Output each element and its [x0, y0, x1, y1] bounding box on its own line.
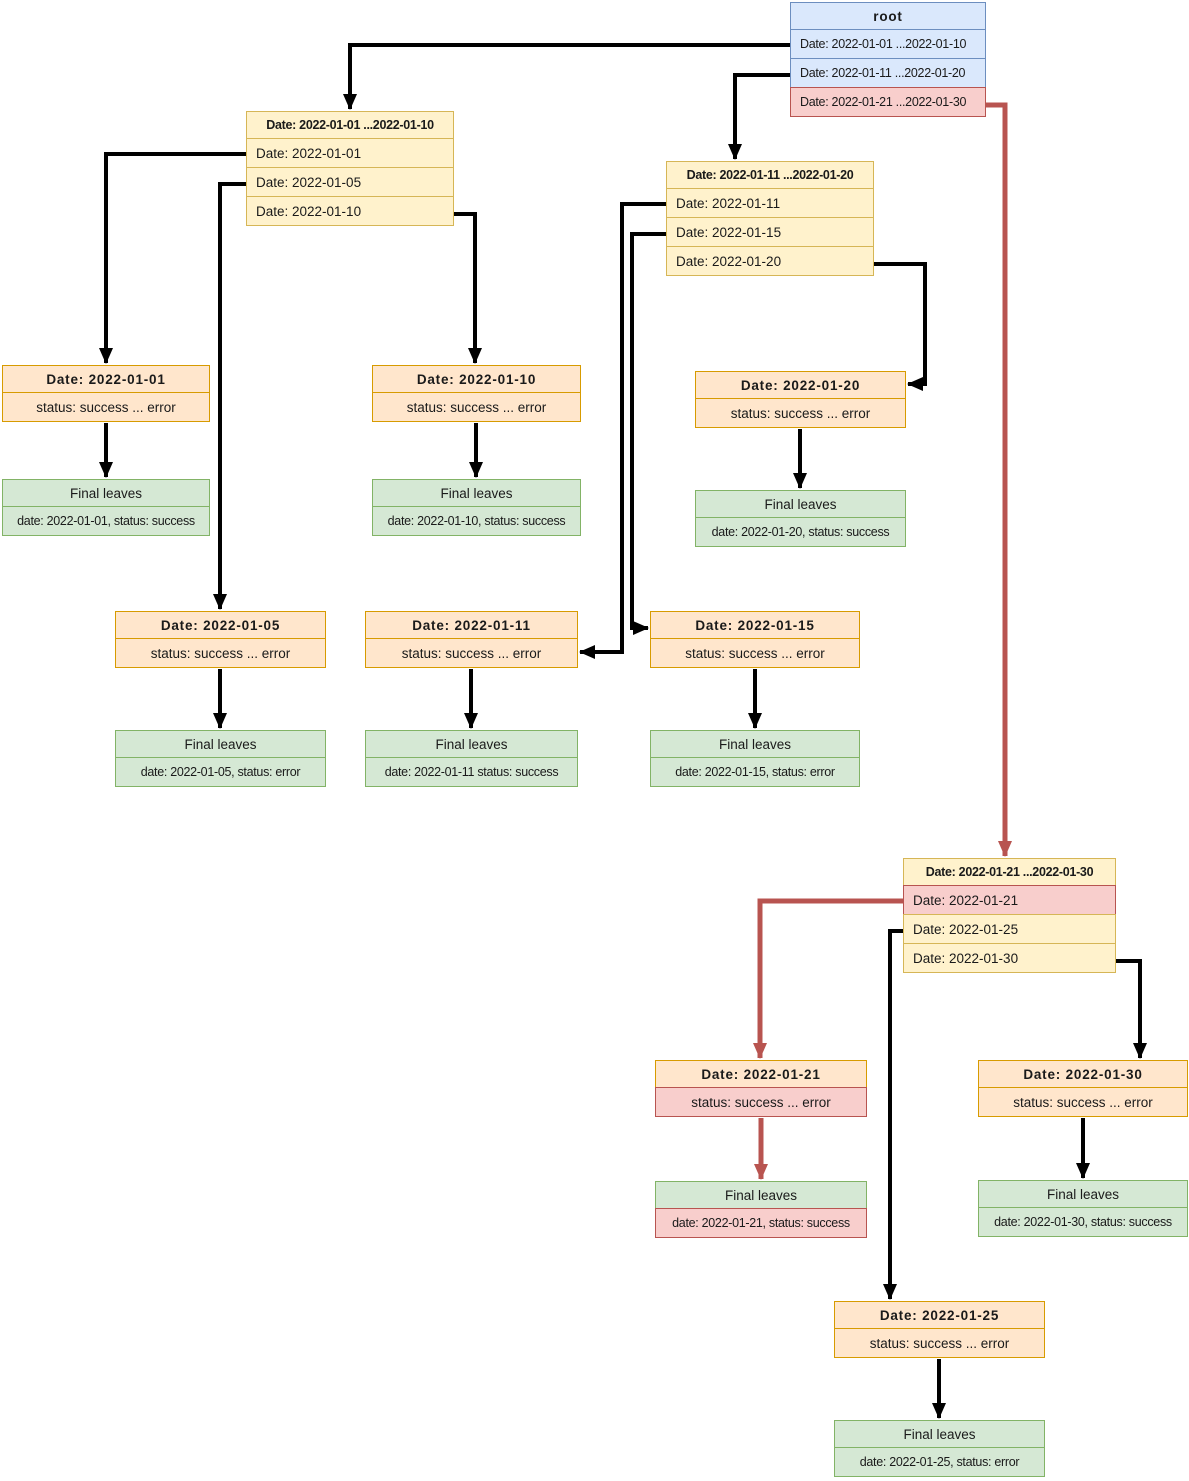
node-date-jan05: Date: 2022-01-05 status: success ... err… — [115, 611, 326, 668]
node-row: Date: 2022-01-11 — [666, 188, 874, 218]
node-date-jan25: Date: 2022-01-25 status: success ... err… — [834, 1301, 1045, 1358]
edge-root-to-range-jan01-jan10 — [343, 43, 790, 110]
node-row: status: success ... error — [372, 392, 581, 422]
node-title: Final leaves — [650, 730, 860, 758]
node-title: Date: 2022-01-11 — [365, 611, 578, 639]
node-leaf-jan01: Final leaves date: 2022-01-01, status: s… — [2, 479, 210, 536]
edge-range-to-date-jan20 — [874, 262, 927, 391]
node-leaf-jan21: Final leaves date: 2022-01-21, status: s… — [655, 1181, 867, 1238]
node-title: root — [790, 2, 986, 30]
node-row: status: success ... error — [655, 1087, 867, 1117]
edge-range-to-date-jan01 — [99, 152, 246, 364]
node-date-jan01: Date: 2022-01-01 status: success ... err… — [2, 365, 210, 422]
node-row: Date: 2022-01-20 — [666, 246, 874, 276]
node-title: Date: 2022-01-01 ...2022-01-10 — [246, 111, 454, 139]
node-date-jan10: Date: 2022-01-10 status: success ... err… — [372, 365, 581, 422]
node-row: status: success ... error — [115, 638, 326, 668]
edge-range-to-date-jan30 — [1116, 959, 1147, 1059]
node-row: date: 2022-01-05, status: error — [115, 757, 326, 787]
node-row: Date: 2022-01-01 ...2022-01-10 — [790, 29, 986, 59]
node-title: Date: 2022-01-21 — [655, 1060, 867, 1088]
node-row: date: 2022-01-10, status: success — [372, 506, 581, 536]
node-leaf-jan20: Final leaves date: 2022-01-20, status: s… — [695, 490, 906, 547]
node-row: date: 2022-01-20, status: success — [695, 517, 906, 547]
node-row: status: success ... error — [834, 1328, 1045, 1358]
node-title: Final leaves — [372, 479, 581, 507]
node-row: Date: 2022-01-21 ...2022-01-30 — [790, 87, 986, 117]
node-row: date: 2022-01-01, status: success — [2, 506, 210, 536]
node-leaf-jan10: Final leaves date: 2022-01-10, status: s… — [372, 479, 581, 536]
node-title: Date: 2022-01-01 — [2, 365, 210, 393]
node-row: date: 2022-01-30, status: success — [978, 1207, 1188, 1237]
node-title: Final leaves — [695, 490, 906, 518]
node-date-jan21: Date: 2022-01-21 status: success ... err… — [655, 1060, 867, 1117]
node-title: Final leaves — [2, 479, 210, 507]
edge-range-to-date-jan21 — [753, 898, 903, 1059]
node-row: status: success ... error — [2, 392, 210, 422]
node-range-jan11-jan20: Date: 2022-01-11 ...2022-01-20 Date: 202… — [666, 161, 874, 276]
node-title: Final leaves — [655, 1181, 867, 1209]
node-title: Final leaves — [834, 1420, 1045, 1448]
node-title: Final leaves — [365, 730, 578, 758]
node-row: Date: 2022-01-15 — [666, 217, 874, 247]
node-title: Date: 2022-01-05 — [115, 611, 326, 639]
edge-root-to-range-jan11-jan20 — [728, 73, 790, 160]
node-leaf-jan05: Final leaves date: 2022-01-05, status: e… — [115, 730, 326, 787]
node-row: date: 2022-01-15, status: error — [650, 757, 860, 787]
node-root: root Date: 2022-01-01 ...2022-01-10 Date… — [790, 2, 986, 117]
node-row: Date: 2022-01-25 — [903, 914, 1116, 944]
node-title: Date: 2022-01-30 — [978, 1060, 1188, 1088]
edge-range-to-date-jan15 — [630, 232, 666, 635]
node-date-jan30: Date: 2022-01-30 status: success ... err… — [978, 1060, 1188, 1117]
edge-range-to-date-jan05 — [213, 182, 246, 610]
node-row: date: 2022-01-11 status: success — [365, 757, 578, 787]
node-title: Date: 2022-01-20 — [695, 371, 906, 399]
node-title: Date: 2022-01-11 ...2022-01-20 — [666, 161, 874, 189]
node-date-jan20: Date: 2022-01-20 status: success ... err… — [695, 371, 906, 428]
node-title: Date: 2022-01-21 ...2022-01-30 — [903, 858, 1116, 886]
node-leaf-jan25: Final leaves date: 2022-01-25, status: e… — [834, 1420, 1045, 1477]
node-row: status: success ... error — [695, 398, 906, 428]
node-range-jan21-jan30: Date: 2022-01-21 ...2022-01-30 Date: 202… — [903, 858, 1116, 973]
node-row: date: 2022-01-25, status: error — [834, 1447, 1045, 1477]
node-title: Final leaves — [115, 730, 326, 758]
node-title: Date: 2022-01-15 — [650, 611, 860, 639]
edge-range-to-date-jan25 — [883, 929, 903, 1300]
node-row: Date: 2022-01-30 — [903, 943, 1116, 973]
node-row: date: 2022-01-21, status: success — [655, 1208, 867, 1238]
node-range-jan01-jan10: Date: 2022-01-01 ...2022-01-10 Date: 202… — [246, 111, 454, 226]
edge-range-to-date-jan10 — [454, 212, 482, 364]
node-row: status: success ... error — [650, 638, 860, 668]
node-row: Date: 2022-01-05 — [246, 167, 454, 197]
node-title: Date: 2022-01-10 — [372, 365, 581, 393]
node-title: Date: 2022-01-25 — [834, 1301, 1045, 1329]
node-leaf-jan15: Final leaves date: 2022-01-15, status: e… — [650, 730, 860, 787]
node-leaf-jan30: Final leaves date: 2022-01-30, status: s… — [978, 1180, 1188, 1237]
node-title: Final leaves — [978, 1180, 1188, 1208]
edge-root-to-range-jan21-jan30 — [986, 102, 1012, 857]
node-row: Date: 2022-01-11 ...2022-01-20 — [790, 58, 986, 88]
node-date-jan15: Date: 2022-01-15 status: success ... err… — [650, 611, 860, 668]
edge-range-to-date-jan11 — [579, 202, 666, 659]
node-date-jan11: Date: 2022-01-11 status: success ... err… — [365, 611, 578, 668]
node-row: status: success ... error — [978, 1087, 1188, 1117]
node-row: Date: 2022-01-10 — [246, 196, 454, 226]
node-row: status: success ... error — [365, 638, 578, 668]
node-row: Date: 2022-01-01 — [246, 138, 454, 168]
node-leaf-jan11: Final leaves date: 2022-01-11 status: su… — [365, 730, 578, 787]
node-row: Date: 2022-01-21 — [903, 885, 1116, 915]
